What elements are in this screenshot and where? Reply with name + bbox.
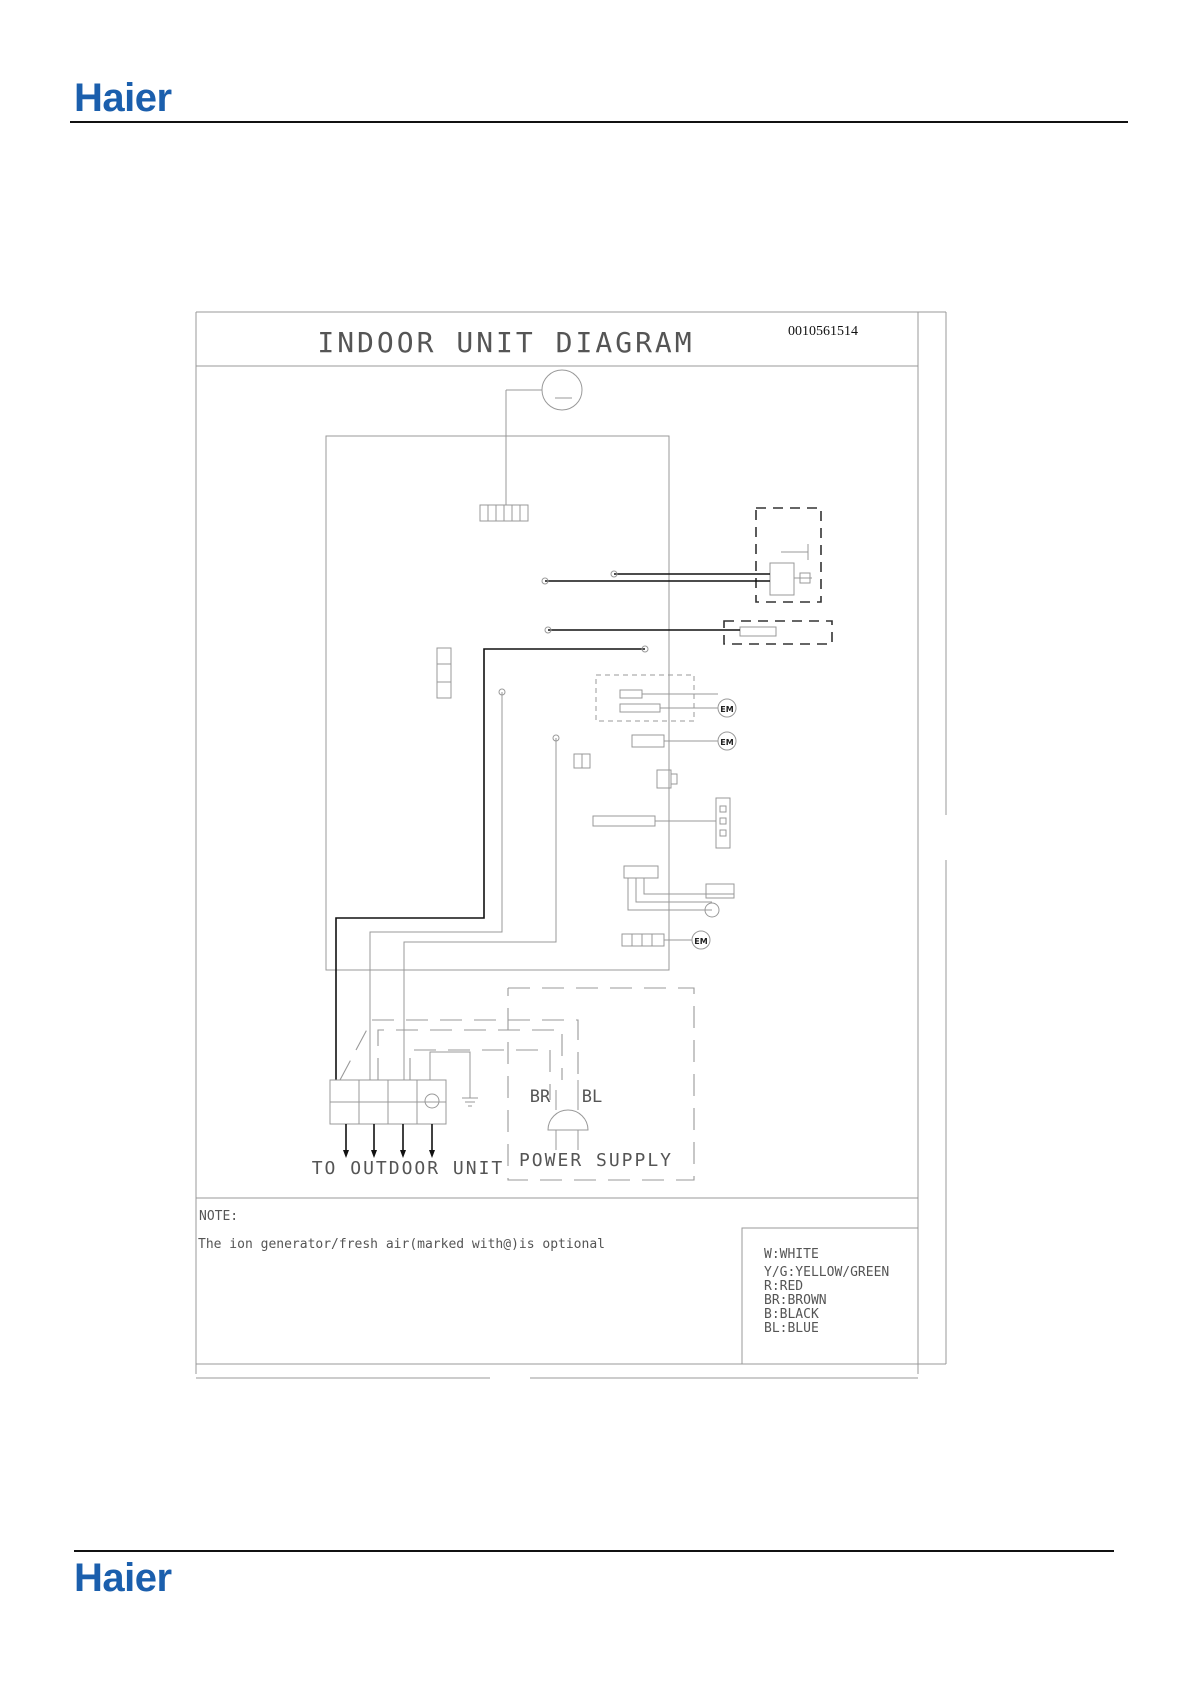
- swing-motor-2: EM: [632, 732, 736, 750]
- motor-2-label: EM: [720, 738, 733, 747]
- legend-item: BL:BLUE: [764, 1321, 819, 1336]
- motor-3-label: EM: [694, 937, 707, 946]
- temperature-sensors: [624, 866, 734, 917]
- legend-item: BR:BROWN: [764, 1293, 827, 1308]
- display-board: [593, 798, 730, 848]
- diagram-title: INDOOR UNIT DIAGRAM: [317, 326, 694, 359]
- diagram-code: 0010561514: [788, 324, 858, 339]
- legend-item: B:BLACK: [764, 1307, 819, 1322]
- haier-logo-bottom: Haier: [74, 1556, 172, 1601]
- power-supply-region: BR BL POWER SUPPLY: [340, 988, 694, 1180]
- wire-label-bl: BL: [582, 1087, 602, 1107]
- legend-item: W:WHITE: [764, 1247, 819, 1262]
- legend-item: Y/G:YELLOW/GREEN: [764, 1265, 889, 1280]
- fan-motor-top: [480, 370, 582, 521]
- note-title: NOTE:: [199, 1209, 238, 1224]
- pcb-fuse: [437, 648, 451, 698]
- footer-rule: [74, 1550, 1114, 1552]
- power-supply-label: POWER SUPPLY: [519, 1150, 673, 1171]
- fresh-air-box: [545, 621, 832, 644]
- to-outdoor-label: TO OUTDOOR UNIT: [312, 1158, 505, 1179]
- legend-item: R:RED: [764, 1279, 803, 1294]
- note-text: The ion generator/fresh air(marked with@…: [198, 1237, 605, 1252]
- pcb-to-terminal-wires: [336, 646, 648, 1080]
- wire-label-br: BR: [530, 1087, 551, 1107]
- color-legend: W:WHITE Y/G:YELLOW/GREEN R:RED BR:BROWN …: [764, 1247, 889, 1336]
- ion-generator-box: [542, 508, 821, 602]
- motor-1-label: EM: [720, 705, 733, 714]
- swing-motor-3: EM: [622, 931, 710, 949]
- diagram-frame: [196, 312, 946, 1378]
- pcb-board: [326, 436, 669, 970]
- swing-motor-1: EM: [596, 675, 736, 721]
